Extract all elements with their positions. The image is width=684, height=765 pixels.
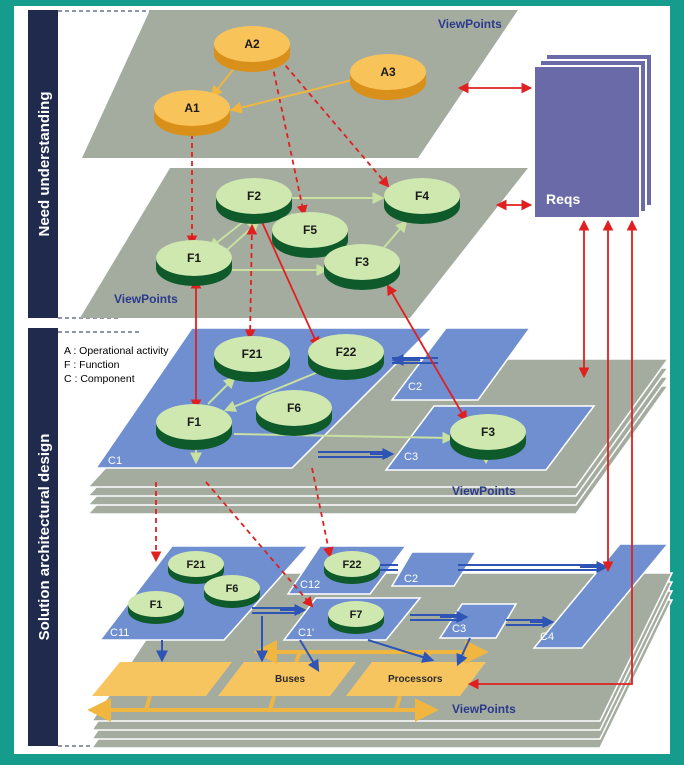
hw-link-2 [268,695,276,711]
c1prime-label: C1' [298,627,314,639]
hardware-processors [346,662,486,696]
node-label-f1: F1 [150,599,163,611]
processors-label: Processors [388,674,443,685]
node-label-f2: F2 [247,189,261,203]
trace-links-solid [190,82,638,690]
function-f1: F1 [128,591,184,624]
node-label-f3: F3 [481,425,495,439]
node-label-f3: F3 [355,255,369,269]
hw-link-3 [394,695,402,711]
node-label-f1: F1 [187,415,201,429]
function-f1: F1 [156,240,232,286]
hardware-buses [218,662,356,696]
legend: A : Operational activity F : Function C … [64,345,169,385]
activity-a3: A3 [350,54,426,100]
node-label-f1: F1 [187,251,201,265]
hw-link-4 [294,651,302,663]
viewpoints-label-functional: ViewPoints [114,292,178,306]
solution-design-band: Solution architectural design [28,328,58,746]
solution-design-label: Solution architectural design [36,434,53,641]
hw-link-1 [144,695,152,711]
node-label-f5: F5 [303,223,317,237]
function-f3: F3 [324,244,400,290]
node-label-f6: F6 [226,583,239,595]
component-c2-physical [390,551,478,587]
c11-label: C11 [110,627,129,639]
activity-a1: A1 [154,90,230,136]
legend-activity: A : Operational activity [64,345,169,357]
c2-physical-label: C2 [404,573,418,585]
function-f22: F22 [308,334,384,380]
hardware-node-1 [92,662,232,696]
viewpoints-label-top: ViewPoints [438,17,502,31]
function-f21: F21 [214,336,290,382]
c3-label: C3 [404,451,418,463]
function-f6: F6 [256,390,332,436]
c1-label: C1 [108,455,122,467]
reqs-stack: Reqs [533,53,653,219]
function-f22: F22 [324,551,380,584]
node-label-f22: F22 [336,345,357,359]
node-label-a1: A1 [184,101,200,115]
buses-label: Buses [275,674,305,685]
function-f5: F5 [272,212,348,258]
function-f2: F2 [216,178,292,224]
activity-a2: A2 [214,26,290,72]
node-label-f4: F4 [415,189,429,203]
function-f4: F4 [384,178,460,224]
node-label-f22: F22 [343,559,362,571]
c4-label: C4 [540,631,554,643]
node-label-f21: F21 [242,347,263,361]
c1prime-to-buses [299,639,320,673]
c2-label: C2 [408,381,422,393]
function-f1: F1 [156,404,232,450]
node-label-f7: F7 [350,609,363,621]
function-f7: F7 [328,601,384,634]
trace-links-dashed [150,51,390,608]
function-f21: F21 [168,551,224,584]
need-understanding-band: Need understanding [28,10,58,318]
need-understanding-label: Need understanding [36,91,53,236]
node-label-a3: A3 [380,65,396,79]
viewpoints-label-physical: ViewPoints [452,702,516,716]
function-f3: F3 [450,414,526,460]
legend-function: F : Function [64,359,120,371]
c12-label: C12 [300,579,320,591]
c3-physical-label: C3 [452,623,466,635]
node-label-f21: F21 [187,559,206,571]
function-f6: F6 [204,575,260,608]
viewpoints-label-logical: ViewPoints [452,484,516,498]
reqs-label: Reqs [546,191,580,207]
a3-to-a1 [229,79,353,114]
node-label-a2: A2 [244,37,260,51]
node-label-f6: F6 [287,401,301,415]
legend-component: C : Component [64,373,135,385]
c1prime-to-processors [367,639,435,663]
